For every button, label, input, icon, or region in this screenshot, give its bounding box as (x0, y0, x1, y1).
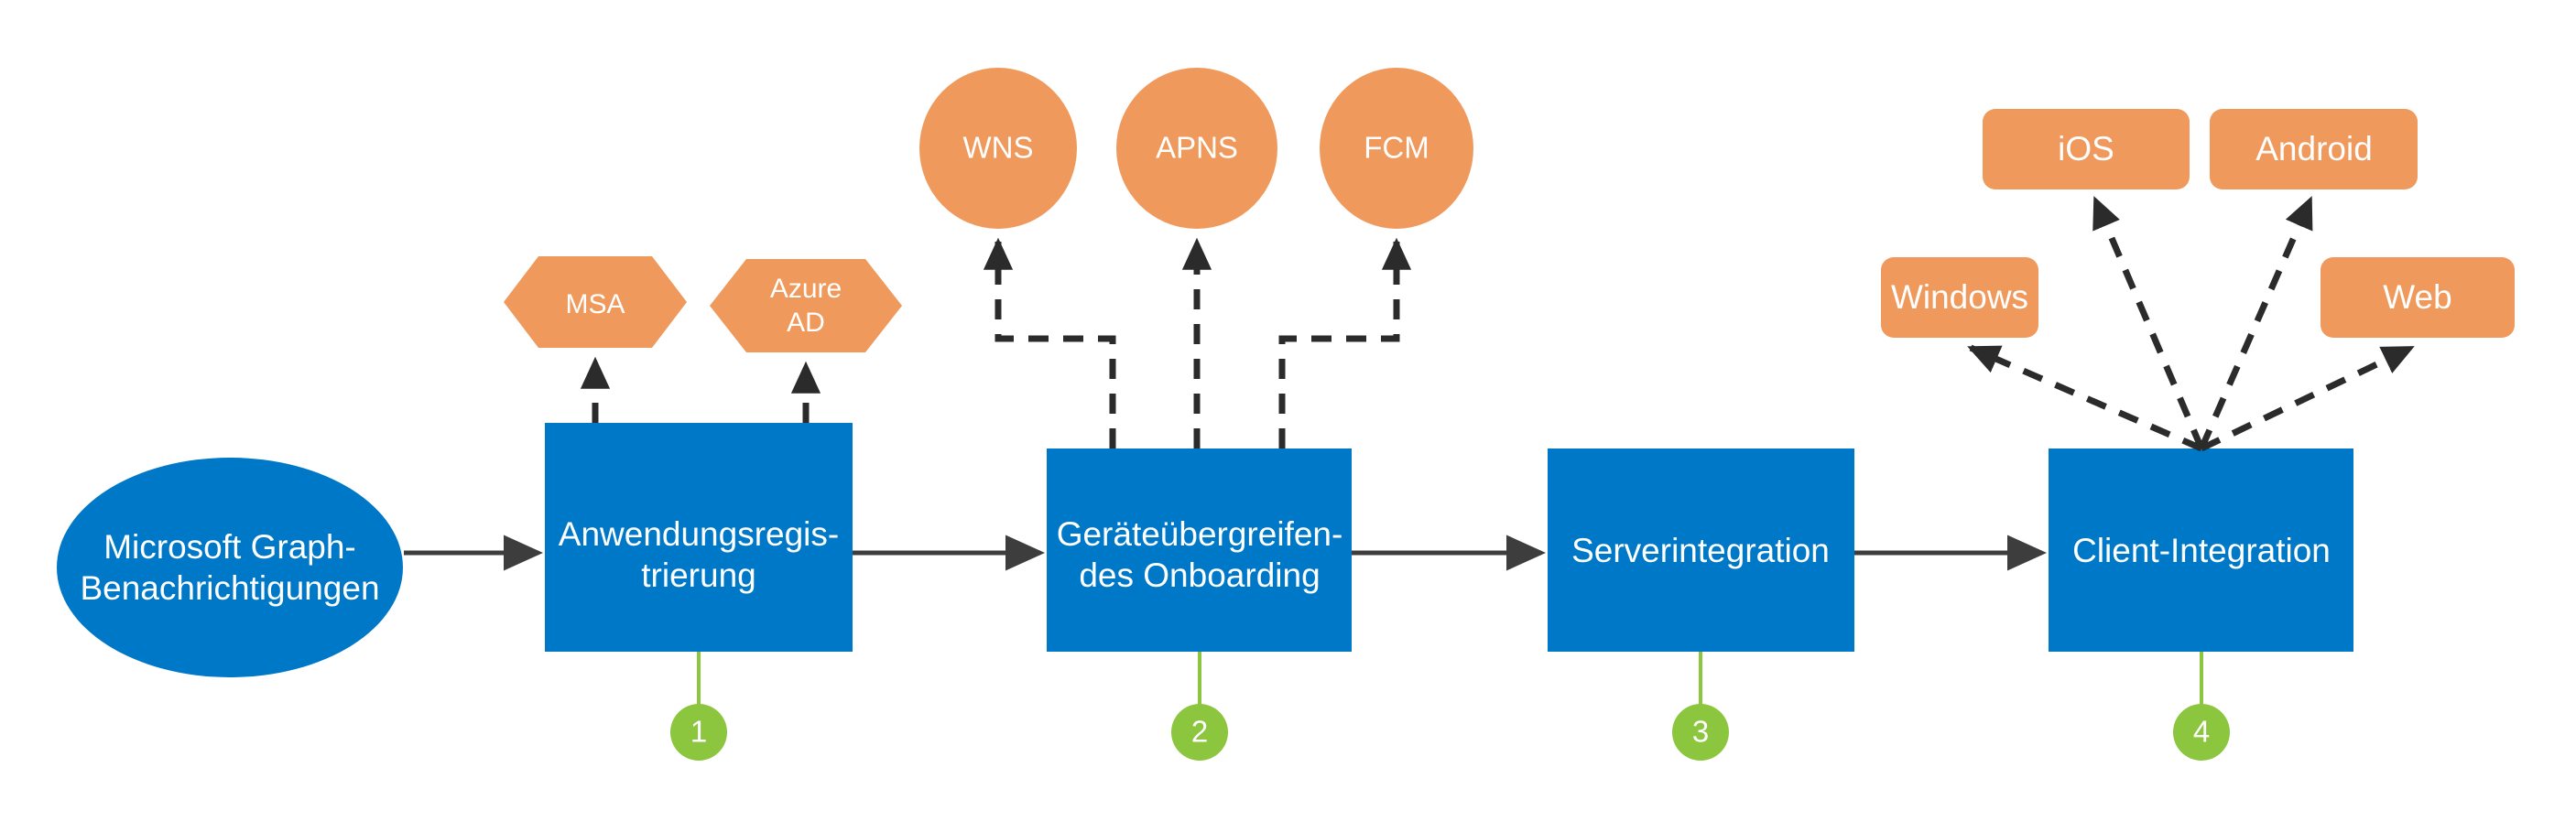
hex-azure-ad-label-line2: AD (787, 308, 825, 338)
circle-wns-label: WNS (963, 131, 1034, 165)
stage-1[interactable]: Anwendungsregis- trierung (545, 423, 853, 652)
chip-android-shape (2210, 109, 2418, 189)
step-badge-4[interactable]: 4 (2173, 652, 2230, 761)
chip-ios[interactable]: iOS (1983, 109, 2190, 189)
chip-windows-label: Windows (1891, 278, 2028, 316)
chip-web-label: Web (2383, 278, 2451, 316)
step-badge-1-label: 1 (690, 715, 707, 749)
hex-azure-ad-label-line1: Azure (770, 274, 842, 304)
link-stage4-to-ios (2092, 196, 2205, 450)
stage-4[interactable]: Client-Integration (2049, 448, 2353, 652)
step-badge-1-shape (670, 704, 727, 761)
stage-3[interactable]: Serverintegration (1548, 448, 1854, 652)
step-badge-4-shape (2173, 704, 2230, 761)
stage-2-shape (1047, 448, 1352, 652)
stage-2-label-line1: Geräteübergreifen- (1057, 515, 1343, 553)
stage-2[interactable]: Geräteübergreifen- des Onboarding (1047, 448, 1352, 652)
step-badge-4-label: 4 (2193, 715, 2210, 749)
link-stage4-to-windows (1967, 344, 2203, 452)
stage-4-shape (2049, 448, 2353, 652)
circle-wns[interactable]: WNS (919, 68, 1077, 229)
step-badge-3[interactable]: 3 (1672, 652, 1729, 761)
circle-apns-shape (1116, 68, 1277, 229)
stage-1-shape (545, 423, 853, 652)
stage-3-label-line1: Serverintegration (1571, 532, 1830, 569)
link-stage4-to-android (2198, 196, 2314, 450)
chip-windows[interactable]: Windows (1881, 257, 2038, 338)
step-badge-2-shape (1171, 704, 1228, 761)
step-badge-3-label: 3 (1692, 715, 1709, 749)
chip-web[interactable]: Web (2321, 257, 2515, 338)
chip-android-label: Android (2255, 130, 2373, 167)
stage-1-label-line1: Anwendungsregis- (559, 515, 839, 553)
stage-4-label-line1: Client-Integration (2072, 532, 2331, 569)
stage-1-label-line2: trierung (641, 556, 755, 594)
source-ellipse-shape (57, 458, 403, 677)
circle-apns[interactable]: APNS (1116, 68, 1277, 229)
hex-azure-ad-shape (710, 259, 902, 352)
chip-android[interactable]: Android (2210, 109, 2418, 189)
circle-fcm-label: FCM (1364, 131, 1429, 165)
link-stage4-to-web (2200, 344, 2415, 452)
chip-ios-label: iOS (2058, 130, 2114, 167)
circle-fcm[interactable]: FCM (1320, 68, 1473, 229)
hex-azure-ad[interactable]: Azure AD (710, 259, 902, 352)
chip-windows-shape (1881, 257, 2038, 338)
step-badge-1[interactable]: 1 (670, 652, 727, 761)
step-badge-3-shape (1672, 704, 1729, 761)
source-ellipse-label-line2: Benachrichtigungen (80, 569, 379, 607)
hex-msa-shape (504, 256, 687, 348)
hex-msa[interactable]: MSA (504, 256, 687, 348)
source-ellipse[interactable]: Microsoft Graph- Benachrichtigungen (57, 458, 403, 677)
step-badge-2-label: 2 (1191, 715, 1208, 749)
chip-web-shape (2321, 257, 2515, 338)
circle-fcm-shape (1320, 68, 1473, 229)
link-stage2-to-fcm (1278, 237, 1412, 448)
circle-apns-label: APNS (1156, 131, 1238, 165)
source-ellipse-label-line1: Microsoft Graph- (103, 528, 356, 566)
stage-3-shape (1548, 448, 1854, 652)
circle-wns-shape (919, 68, 1077, 229)
chip-ios-shape (1983, 109, 2190, 189)
stage-2-label-line2: des Onboarding (1079, 556, 1320, 594)
hex-msa-label-line1: MSA (565, 289, 625, 319)
step-badge-2[interactable]: 2 (1171, 652, 1228, 761)
link-stage2-to-wns (983, 237, 1116, 448)
